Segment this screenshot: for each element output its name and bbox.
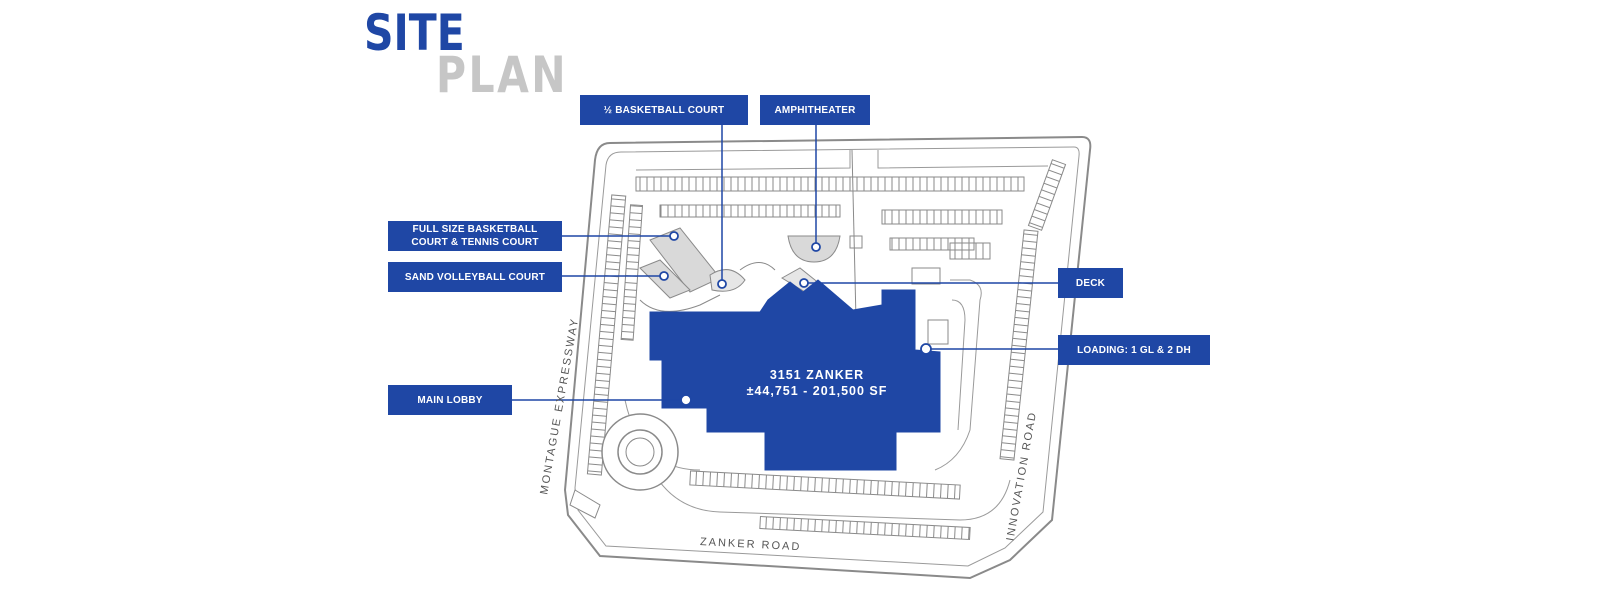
parking-bottom	[689, 470, 961, 500]
building-label: 3151 ZANKER ±44,751 - 201,500 SF	[742, 367, 892, 399]
marker-deck	[799, 278, 809, 288]
marker-full-court	[669, 231, 679, 241]
callout-main-lobby[interactable]: MAIN LOBBY	[388, 385, 512, 415]
callout-loading[interactable]: LOADING: 1 GL & 2 DH	[1058, 335, 1210, 365]
building-3151-zanker	[649, 279, 941, 471]
callout-full-size-basketball-court[interactable]: FULL SIZE BASKETBALL COURT & TENNIS COUR…	[388, 221, 562, 251]
building-size: ±44,751 - 201,500 SF	[746, 384, 888, 398]
parking-row-2	[659, 204, 841, 218]
building-name: 3151 ZANKER	[769, 368, 865, 382]
parking-right	[999, 229, 1039, 461]
marker-loading	[920, 343, 932, 355]
callout-amphitheater[interactable]: AMPHITHEATER	[760, 95, 870, 125]
parking-left	[586, 194, 627, 476]
parking-top-row	[635, 176, 1025, 192]
title-plan: PLAN	[436, 46, 569, 104]
callout-sand-volleyball-court[interactable]: SAND VOLLEYBALL COURT	[388, 262, 562, 292]
callout-deck[interactable]: DECK	[1058, 268, 1123, 298]
callout-half-basketball-court[interactable]: ½ BASKETBALL COURT	[580, 95, 748, 125]
marker-amphitheater	[811, 242, 821, 252]
parking-row-3	[881, 209, 1003, 225]
marker-half-court	[717, 279, 727, 289]
marker-main-lobby	[680, 394, 692, 406]
title-site: SITE	[364, 4, 465, 62]
marker-sand-volleyball	[659, 271, 669, 281]
parking-row-5	[949, 242, 991, 260]
